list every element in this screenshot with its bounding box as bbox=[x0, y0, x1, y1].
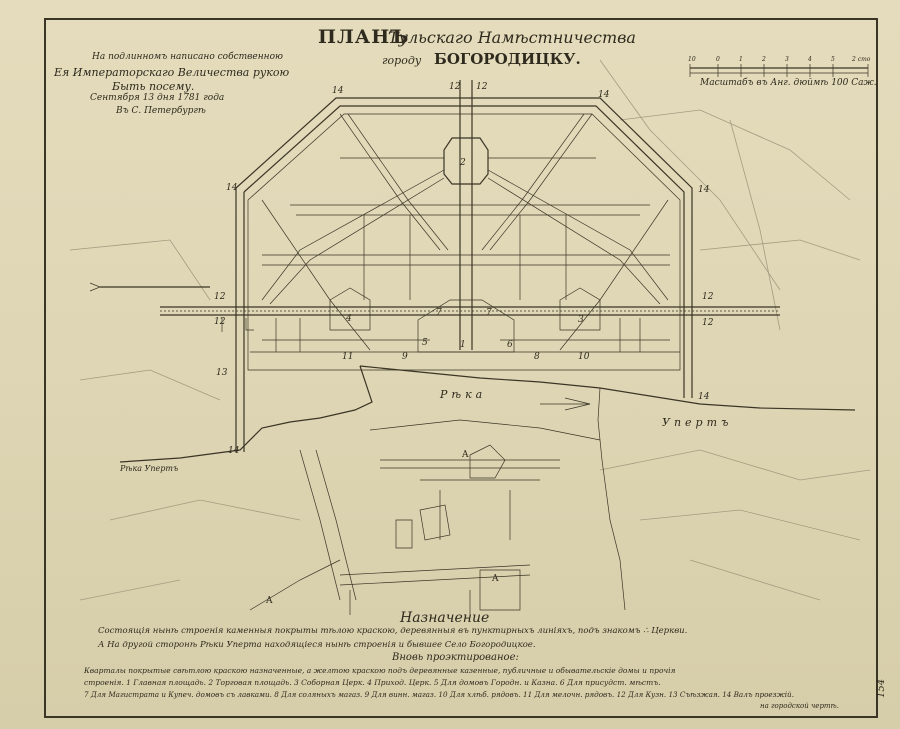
scale-tick: 0 bbox=[716, 56, 720, 63]
marker-a: A bbox=[266, 596, 273, 606]
scale-tick: 5 bbox=[831, 56, 835, 63]
marker-a: A bbox=[462, 450, 469, 460]
title-plan-word: ПЛАНЪ bbox=[318, 26, 410, 48]
scale-tick: 10 bbox=[688, 56, 696, 63]
street-grid bbox=[89, 80, 780, 353]
old-terrain-lines bbox=[69, 59, 871, 601]
block-number: 12 bbox=[476, 82, 488, 92]
river-label-a: Рѣка bbox=[440, 388, 487, 401]
title-to-town: городу bbox=[382, 54, 422, 67]
block-number: 14 bbox=[698, 392, 710, 402]
block-number: 9 bbox=[402, 352, 408, 362]
town-wall bbox=[235, 97, 693, 452]
approval-line-2: Ея Императорскаго Величества рукою bbox=[54, 66, 290, 79]
river-upert bbox=[119, 365, 856, 611]
map-frame bbox=[44, 18, 878, 718]
block-number: 2 bbox=[460, 158, 466, 168]
block-number: 4 bbox=[346, 314, 352, 324]
approval-line-3: Быть посему. bbox=[112, 80, 195, 93]
block-number: 7 bbox=[486, 308, 492, 318]
legend-title: Назначение bbox=[400, 610, 490, 626]
legend-line-1: Состоящія нынѣ строенія каменныя покрыты… bbox=[98, 626, 688, 636]
legend-line-7: на городской чертѣ. bbox=[760, 702, 839, 710]
scale-tick: 1 bbox=[739, 56, 743, 63]
legend-line-5: строенія. 1 Главная площадь. 2 Торговая … bbox=[84, 678, 661, 687]
block-number: 13 bbox=[216, 368, 228, 378]
block-number: 5 bbox=[422, 338, 428, 348]
legend-line-4: Кварталы покрытые свѣтлою краскою назнач… bbox=[84, 666, 676, 675]
scale-label: Масштабъ въ Анг. дюймѣ 100 Саж. bbox=[700, 78, 877, 88]
approval-line-1: На подлинномъ написано собственною bbox=[92, 52, 283, 62]
scale-bar bbox=[689, 64, 869, 77]
legend-line-6: 7 Для Магистрата и Купеч. домовъ съ лавк… bbox=[84, 690, 794, 699]
legend-line-2: А На другой сторонѣ Рѣки Уперта находящі… bbox=[98, 640, 536, 650]
marker-a: A bbox=[492, 574, 499, 584]
block-number: 14 bbox=[228, 446, 240, 456]
block-number: 6 bbox=[507, 340, 513, 350]
block-number: 14 bbox=[332, 86, 344, 96]
block-number: 12 bbox=[702, 292, 714, 302]
title-town-name: БОГОРОДИЦКУ. bbox=[434, 50, 581, 68]
title-viceroyalty: Тульскаго Намѣстничества bbox=[388, 28, 636, 47]
block-number: 10 bbox=[578, 352, 590, 362]
scale-tick: 2 сто bbox=[852, 56, 871, 63]
page-number: 154 bbox=[876, 678, 887, 698]
block-number: 3 bbox=[578, 315, 584, 325]
block-number: 11 bbox=[342, 352, 354, 362]
block-number: 12 bbox=[449, 82, 461, 92]
block-number: 14 bbox=[598, 90, 610, 100]
approval-line-4: Сентября 13 дня 1781 года bbox=[90, 93, 225, 103]
block-number: 12 bbox=[702, 318, 714, 328]
legend-line-3: Вновь проэктированое: bbox=[392, 652, 519, 663]
block-number: 12 bbox=[214, 317, 226, 327]
river-label-c: Рѣка Упертъ bbox=[120, 464, 179, 473]
river-label-b: Упертъ bbox=[662, 416, 733, 429]
scale-tick: 4 bbox=[808, 56, 812, 63]
block-number: 14 bbox=[226, 183, 238, 193]
scale-tick: 3 bbox=[785, 56, 789, 63]
scale-tick: 2 bbox=[762, 56, 766, 63]
old-village bbox=[249, 419, 601, 615]
block-number: 1 bbox=[460, 340, 466, 350]
approval-line-5: Въ С. Петербургѣ bbox=[116, 106, 206, 116]
block-number: 7 bbox=[436, 308, 442, 318]
block-number: 8 bbox=[534, 352, 540, 362]
block-number: 12 bbox=[214, 292, 226, 302]
block-number: 14 bbox=[698, 185, 710, 195]
